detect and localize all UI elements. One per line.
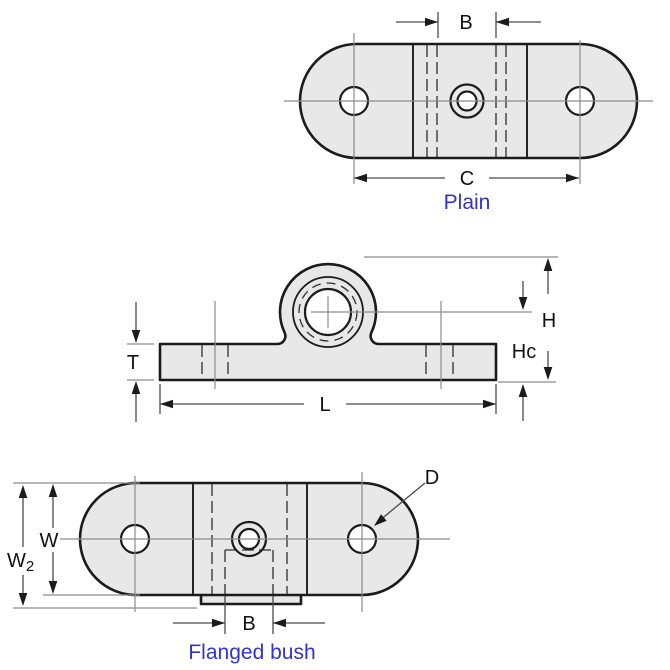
flanged-view: W W2 D B Flanged bush (7, 467, 450, 664)
arrowhead (273, 618, 286, 628)
dim-h: H (518, 258, 556, 332)
dim-hc: Hc (512, 341, 553, 421)
arrowhead (425, 17, 438, 27)
arrowhead (160, 399, 173, 409)
dim-h-label: H (542, 310, 556, 332)
arrowhead (354, 173, 367, 183)
dim-t: T (127, 302, 141, 422)
dim-d: D (371, 467, 439, 530)
arrowhead (131, 330, 141, 343)
arrowhead (518, 384, 528, 397)
arrowhead (212, 618, 225, 628)
flanged-caption: Flanged bush (188, 641, 315, 664)
dim-w2-label: W2 (7, 550, 34, 575)
arrowhead (483, 399, 496, 409)
side-view: T H Hc L (127, 256, 558, 422)
dim-w-label: W (40, 530, 59, 552)
flange-tab-outline (199, 594, 303, 606)
dim-c-label: C (460, 168, 474, 190)
arrowhead (48, 581, 58, 594)
dim-b-label: B (459, 12, 472, 34)
dim-w: W (40, 484, 59, 594)
dim-b-bottom: B (173, 596, 325, 635)
plain-view: B C Plain (284, 12, 653, 214)
arrowhead (18, 593, 28, 606)
arrowhead (131, 381, 141, 394)
plain-caption: Plain (444, 191, 491, 214)
dim-b-label: B (242, 613, 255, 635)
dim-t-label: T (127, 352, 139, 374)
arrowhead (518, 297, 528, 310)
dim-b-top: B (396, 12, 541, 38)
dim-d-label: D (425, 467, 439, 489)
dim-w2: W2 (7, 485, 34, 606)
arrowhead (48, 484, 58, 497)
arrowhead (543, 367, 553, 380)
arrowhead (543, 258, 553, 271)
dim-l-label: L (319, 394, 330, 416)
dim-l: L (159, 384, 497, 416)
dim-c: C (354, 168, 579, 190)
leader-line (378, 482, 426, 522)
arrowhead (496, 17, 509, 27)
arrowhead (18, 485, 28, 498)
arrowhead (566, 173, 579, 183)
dim-hc-label: Hc (512, 341, 536, 363)
